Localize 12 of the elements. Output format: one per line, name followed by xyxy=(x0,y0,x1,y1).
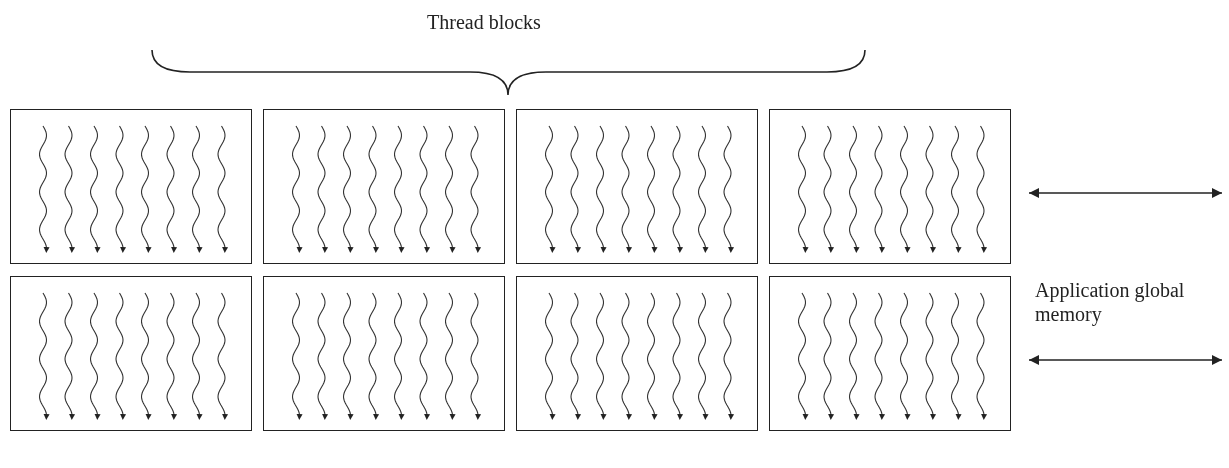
thread-block-box xyxy=(516,109,758,264)
thread-block-box xyxy=(516,276,758,431)
thread-block-box xyxy=(769,109,1011,264)
thread-block-box xyxy=(10,276,252,431)
thread-block-box xyxy=(769,276,1011,431)
memory-label: Application global memory xyxy=(1035,278,1186,326)
thread-block-box xyxy=(263,109,505,264)
double-arrow xyxy=(1028,188,1223,198)
thread-block-box xyxy=(10,109,252,264)
double-arrow xyxy=(1028,355,1223,365)
thread-block-box xyxy=(263,276,505,431)
group-label: Thread blocks xyxy=(427,10,541,34)
